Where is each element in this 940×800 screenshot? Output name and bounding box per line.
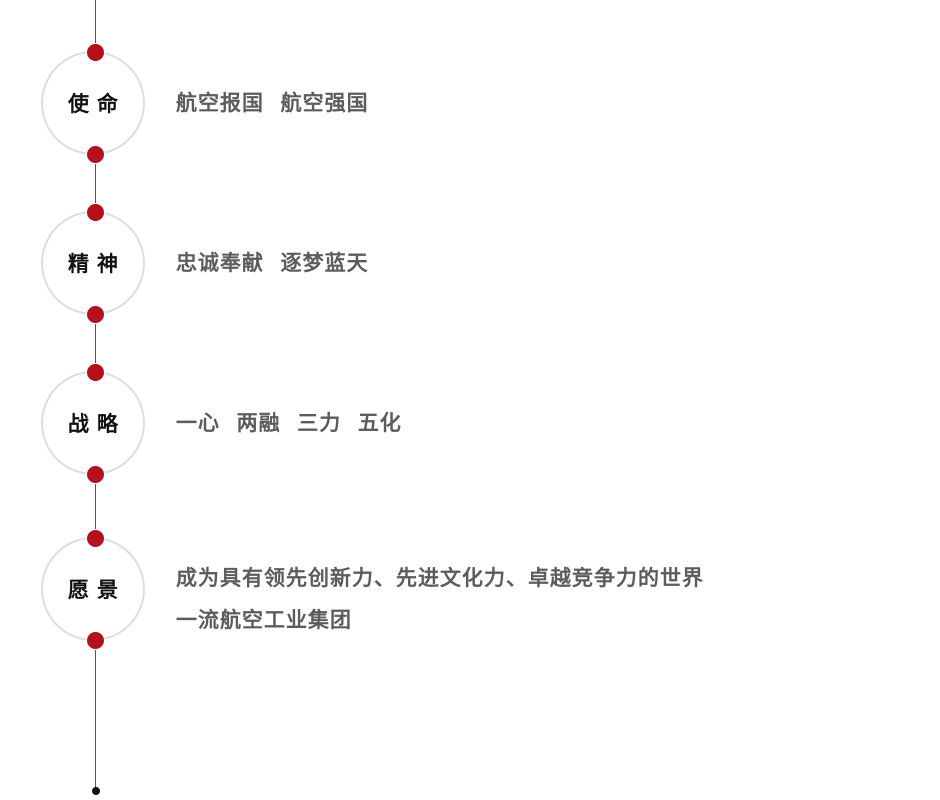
node-label: 愿景	[68, 578, 126, 602]
timeline-node-vision: 愿景 成为具有领先创新力、先进文化力、卓越竞争力的世界 一流航空工业集团	[0, 524, 940, 654]
timeline-node-spirit: 精神 忠诚奉献 逐梦蓝天	[0, 198, 940, 328]
node-label: 精神	[68, 252, 126, 276]
node-top-dot	[86, 529, 105, 548]
node-label: 战略	[68, 412, 126, 436]
timeline-node-strategy: 战略 一心 两融 三力 五化	[0, 358, 940, 488]
node-circle: 精神	[41, 211, 145, 315]
node-description: 成为具有领先创新力、先进文化力、卓越竞争力的世界 一流航空工业集团	[176, 557, 704, 641]
node-circle: 战略	[41, 371, 145, 475]
node-top-dot	[86, 43, 105, 62]
node-description: 一心 两融 三力 五化	[176, 411, 402, 435]
node-description-line: 成为具有领先创新力、先进文化力、卓越竞争力的世界	[176, 566, 704, 590]
node-description: 航空报国 航空强国	[176, 91, 369, 115]
node-circle: 愿景	[41, 537, 145, 641]
node-description-line: 一流航空工业集团	[176, 608, 352, 632]
node-top-dot	[86, 363, 105, 382]
node-bottom-dot	[86, 305, 105, 324]
node-circle: 使命	[41, 51, 145, 155]
node-label: 使命	[68, 92, 126, 116]
node-bottom-dot	[86, 465, 105, 484]
timeline-node-mission: 使命 航空报国 航空强国	[0, 38, 940, 168]
node-top-dot	[86, 203, 105, 222]
timeline-end-dot	[92, 787, 100, 795]
node-description: 忠诚奉献 逐梦蓝天	[176, 251, 369, 275]
node-bottom-dot	[86, 145, 105, 164]
node-bottom-dot	[86, 631, 105, 650]
